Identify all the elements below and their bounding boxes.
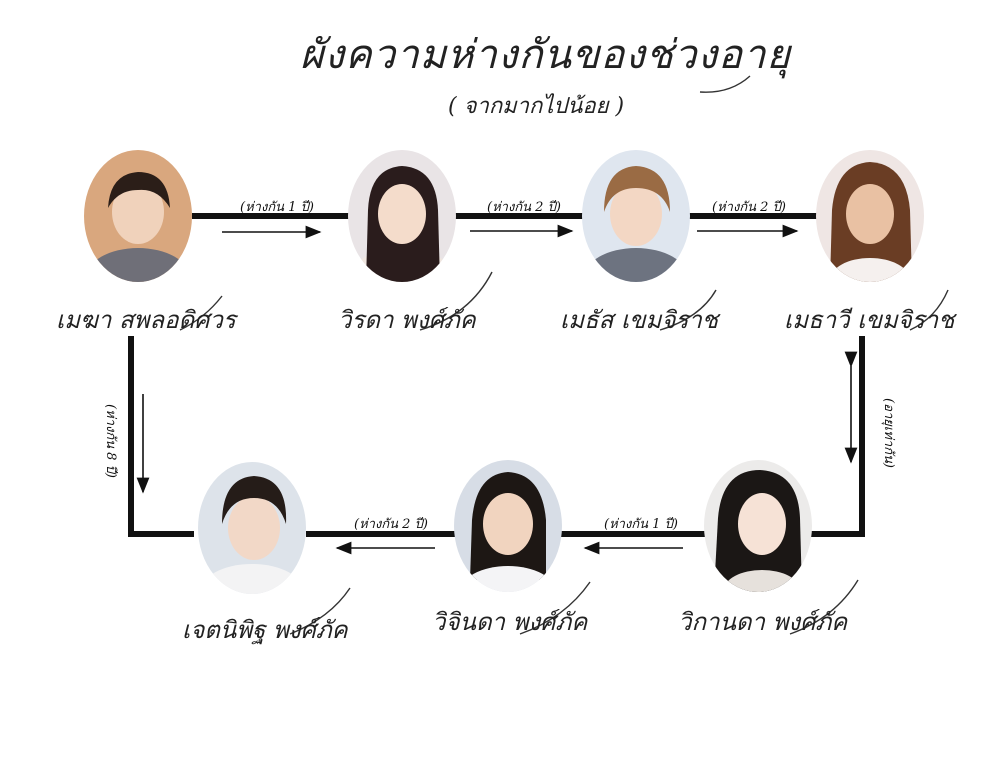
portrait-3 (582, 150, 690, 282)
swoosh-7 (289, 587, 351, 635)
person-photo (454, 460, 562, 592)
person-name-4: เมธาวี เขมจิราช (784, 306, 955, 334)
person-photo (704, 460, 812, 592)
portrait-6 (454, 460, 562, 592)
portrait-2 (348, 150, 456, 282)
gap-label-2-3: (ห่างกัน 2 ปี) (487, 200, 561, 215)
swoosh-4 (909, 289, 949, 331)
swoosh-6 (519, 581, 591, 635)
person-photo (348, 150, 456, 282)
portrait-5 (704, 460, 812, 592)
person-photo (84, 150, 192, 282)
gap-label-3-4: (ห่างกัน 2 ปี) (712, 200, 786, 215)
person-photo (198, 462, 306, 594)
person-photo (816, 150, 924, 282)
title-swoosh (699, 75, 751, 93)
diagram-subtitle: ( จากมากไปน้อย ) (448, 94, 625, 119)
portrait-1 (84, 150, 192, 282)
diagram-title: ผังความห่างกันของช่วงอายุ (300, 32, 791, 78)
person-name-2: วิรดา พงศ์ภัค (338, 306, 476, 334)
swoosh-1 (179, 295, 223, 331)
person-name-3: เมธัส เขมจิราช (560, 306, 719, 334)
portrait-4 (816, 150, 924, 282)
person-name-6: วิจินดา พงศ์ภัค (432, 608, 588, 636)
person-name-7: เจตนิพิฐ พงศ์ภัค (182, 616, 348, 644)
swoosh-3 (659, 289, 717, 331)
gap-label-6-7: (ห่างกัน 2 ปี) (354, 517, 428, 532)
gap-label-1-2: (ห่างกัน 1 ปี) (240, 200, 314, 215)
person-name-5: วิกานดา พงศ์ภัค (678, 608, 848, 636)
person-name-1: เมฆา สพลอดิศวร (56, 306, 236, 334)
gap-label-1-7: (ห่างกัน 8 ปี) (103, 404, 118, 478)
gap-label-5-6: (ห่างกัน 1 ปี) (604, 517, 678, 532)
portrait-7 (198, 462, 306, 594)
person-photo (582, 150, 690, 282)
swoosh-5 (789, 579, 859, 635)
swoosh-2 (419, 271, 493, 331)
gap-label-4-5: (อายุเท่ากัน) (881, 398, 896, 468)
